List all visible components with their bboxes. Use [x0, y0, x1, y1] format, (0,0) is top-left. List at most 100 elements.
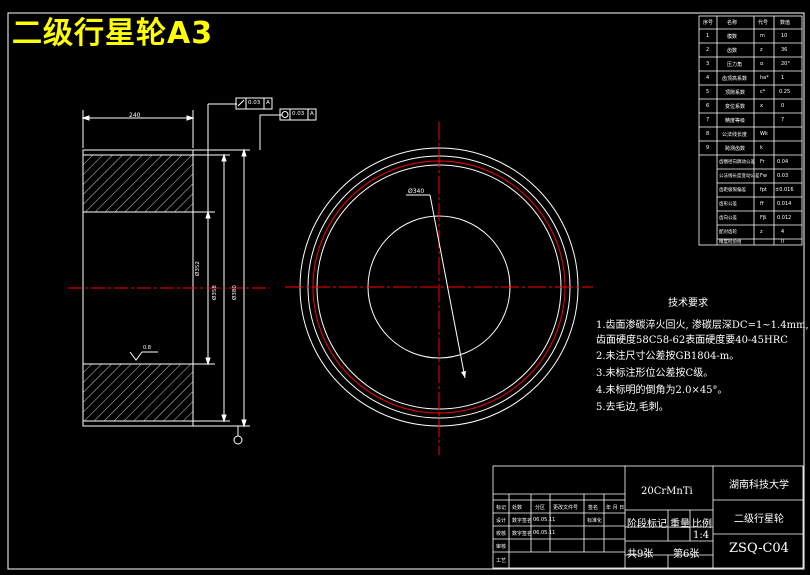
param-row-1-val: 10	[781, 33, 788, 39]
param-row-1-name: 模数	[727, 34, 738, 40]
param-row-5-code: c*	[760, 89, 766, 95]
param-header-1: 名称	[727, 20, 738, 26]
tol-row-7-name: 精度检验组	[719, 240, 742, 245]
title-block-lines	[492, 465, 804, 569]
param-row-5-name: 顶隙系数	[725, 90, 746, 96]
param-header-2: 代号	[758, 20, 769, 26]
param-row-6-name: 变位系数	[725, 104, 746, 110]
tech-req-line-3: 2.未注尺寸公差按GB1804-m。	[596, 351, 740, 362]
tol-row-6-code: z	[760, 229, 763, 235]
param-row-2-name: 齿数	[727, 48, 738, 54]
param-row-9-name: 跨测齿数	[725, 146, 746, 152]
tol-row-2-code: Fw	[760, 173, 767, 179]
tol-row-7-val: II	[781, 239, 784, 245]
tol-row-5-val: 0.012	[777, 215, 792, 221]
param-header-0: 序号	[703, 20, 714, 26]
sheets-total: 共9张	[627, 549, 654, 560]
tb-design-date: 06.05.11	[533, 517, 556, 523]
param-row-1-no: 1	[706, 33, 710, 39]
tb-design-signer: 数字签名	[512, 518, 533, 524]
param-row-4-val: 1	[781, 75, 785, 81]
param-row-1-code: m	[760, 33, 765, 39]
param-row-3-name: 压力角	[727, 62, 743, 68]
param-row-3-no: 3	[706, 61, 710, 67]
param-row-8-code: Wk	[760, 131, 768, 137]
scale-value: 1:4	[693, 530, 710, 541]
param-row-2-code: z	[760, 47, 763, 53]
tol1-datum: A	[266, 100, 270, 106]
tol-row-2-val: 0.03	[777, 173, 789, 179]
param-row-2-no: 2	[706, 47, 710, 53]
parameter-table	[698, 15, 803, 246]
tb-design-label: 设计	[496, 518, 507, 524]
dia-a-label: Ø352	[195, 261, 201, 276]
tolerance-frame-1	[235, 97, 273, 110]
section-view	[81, 103, 282, 445]
dim-width-label: 240	[129, 112, 141, 119]
param-row-8-no: 8	[706, 131, 710, 137]
tb-col-zone: 分区	[535, 505, 546, 511]
param-row-5-no: 5	[706, 89, 710, 95]
param-row-7-name: 精度等级	[725, 118, 746, 124]
weight-label: 重量	[670, 519, 690, 530]
tb-review-label: 审核	[496, 544, 507, 550]
tol-row-4-name: 齿形公差	[719, 202, 737, 207]
tol2-datum: A	[310, 111, 314, 117]
dia-340-label: Ø340	[408, 188, 425, 195]
drawing-border	[7, 12, 805, 570]
param-row-8-name: 公法线长度	[722, 132, 748, 138]
param-row-6-no: 6	[706, 103, 710, 109]
material-label: 20CrMnTi	[641, 486, 693, 497]
scale-label: 比例	[692, 519, 712, 530]
tolerance-frame-2	[279, 108, 317, 121]
drawing-title: 二级行星轮A3	[12, 16, 214, 51]
hatch-top	[82, 154, 194, 213]
tb-standard-label: 标准化	[587, 518, 603, 524]
tb-col-count: 处数	[512, 505, 523, 511]
part-name-label: 二级行星轮	[734, 514, 784, 525]
tol-row-6-name: 配对齿轮	[719, 230, 737, 235]
tol-row-3-name: 齿距极限偏差	[719, 188, 746, 193]
tol-row-6-val: 4	[781, 229, 785, 235]
param-row-3-val: 20°	[781, 61, 790, 67]
param-row-7-no: 7	[706, 117, 710, 123]
param-row-3-code: α	[760, 61, 764, 67]
tb-check-date: 06.05.11	[533, 530, 556, 536]
tol-row-1-val: 0.04	[777, 159, 789, 165]
tb-process-label: 工艺	[496, 558, 507, 564]
dia-c-label: Ø380	[232, 285, 238, 300]
param-row-5-val: 0.25	[779, 89, 791, 95]
param-row-4-code: ha*	[760, 75, 769, 81]
param-row-7-val: 7	[781, 117, 785, 123]
tb-check-label: 校核	[496, 531, 507, 537]
tol-row-2-name: 公法线长度变动公差	[719, 174, 760, 179]
stage-mark-label: 阶段标记	[627, 519, 667, 530]
tol-row-4-val: 0.014	[777, 201, 792, 207]
university-label: 湖南科技大学	[729, 480, 789, 491]
tb-col-mark: 标记	[496, 505, 507, 511]
tol-row-4-code: ff	[760, 201, 764, 207]
tech-req-line-4: 3.未标注形位公差按C级。	[596, 368, 714, 379]
param-header-3: 数值	[780, 20, 791, 26]
tb-col-change: 更改文件号	[553, 505, 579, 511]
param-row-2-val: 36	[781, 47, 788, 53]
tol-row-1-code: Fr	[760, 159, 765, 165]
dia-b-label: Ø358	[212, 285, 218, 300]
roughness-value: 0.8	[143, 345, 151, 351]
drawing-number: ZSQ-C04	[729, 541, 789, 556]
tol1-value: 0.03	[248, 100, 261, 106]
tol-row-3-val: ±0.016	[775, 187, 794, 193]
param-row-6-val: 0	[781, 103, 785, 109]
tol2-value: 0.03	[292, 111, 305, 117]
tol-row-3-code: fpt	[760, 187, 767, 193]
tol-row-5-name: 齿向公差	[719, 216, 737, 221]
tech-req-heading: 技术要求	[668, 298, 708, 309]
param-row-9-code: k	[760, 145, 763, 151]
param-row-4-no: 4	[706, 75, 710, 81]
front-view	[285, 122, 593, 455]
tol-row-1-name: 齿圈径向跳动公差	[719, 160, 755, 165]
tech-req-line-1: 1.齿面渗碳淬火回火, 渗碳层深DC=1~1.4mm,	[596, 320, 809, 331]
tol-row-5-code: Fβ	[760, 215, 767, 221]
sheet-number: 第6张	[673, 549, 700, 560]
